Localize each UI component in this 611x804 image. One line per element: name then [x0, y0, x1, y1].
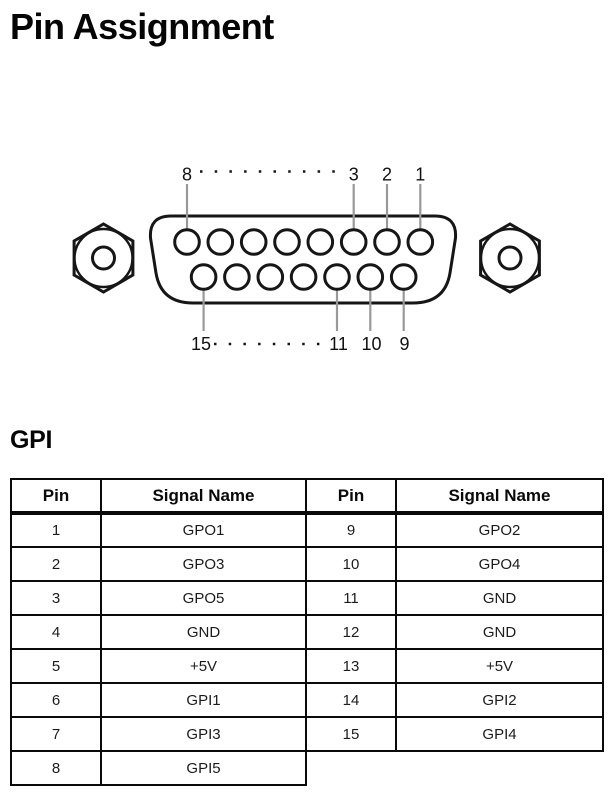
table-header-row: Pin Signal Name Pin Signal Name: [10, 478, 604, 515]
pin-label-3: 3: [349, 165, 359, 185]
signal-cell: GND: [100, 614, 307, 650]
pin-cell: 1: [10, 512, 102, 548]
table-row: 2 GPO3 10 GPO4: [10, 546, 604, 582]
pin-cell: 12: [305, 614, 397, 650]
table-row: 8 GPI5: [10, 750, 603, 786]
pin-hole: [206, 228, 235, 256]
table-row: 5 +5V 13 +5V: [10, 648, 604, 684]
column-header-signal-right: Signal Name: [395, 478, 604, 515]
column-header-signal-left: Signal Name: [100, 478, 307, 515]
signal-cell: GPI4: [395, 716, 604, 752]
pin-label-11: 11: [329, 334, 348, 354]
pin-cell: 13: [305, 648, 397, 684]
pin-label-2: 2: [382, 165, 392, 185]
column-header-pin-left: Pin: [10, 478, 102, 515]
table-row: 7 GPI3 15 GPI4: [10, 716, 604, 752]
section-heading-gpi: GPI: [10, 426, 53, 454]
signal-cell: GPI1: [100, 682, 307, 718]
pin-hole: [323, 263, 351, 291]
pin-hole: [173, 228, 201, 256]
pin-cell: 2: [10, 546, 102, 582]
signal-cell: GPI2: [395, 682, 604, 718]
pin-label-9: 9: [399, 334, 409, 354]
pin-cell: 10: [305, 546, 397, 582]
pin-hole: [223, 263, 251, 291]
column-header-pin-right: Pin: [305, 478, 397, 515]
pin-cell: 6: [10, 682, 102, 718]
table-row: 4 GND 12 GND: [10, 614, 604, 650]
pin-cell: 7: [10, 716, 102, 752]
signal-cell: GPO3: [100, 546, 307, 582]
table-row: 3 GPO5 11 GND: [10, 580, 604, 616]
table-row: 6 GPI1 14 GPI2: [10, 682, 604, 718]
pin-cell: 5: [10, 648, 102, 684]
pin-label-1: 1: [415, 165, 425, 185]
signal-cell: +5V: [100, 648, 307, 684]
pin-cell: 14: [305, 682, 397, 718]
signal-cell: +5V: [395, 648, 604, 684]
pin-label-8: 8: [182, 165, 192, 185]
pin-hole: [339, 228, 368, 256]
signal-cell: GPO2: [395, 512, 604, 548]
hex-nut-left-icon: [72, 222, 135, 294]
leader-lines: [185, 184, 422, 331]
pin-hole: [306, 228, 335, 256]
pin-hole: [239, 228, 268, 256]
pin-hole: [373, 228, 401, 256]
pin-hole: [389, 263, 418, 291]
pin-hole: [406, 228, 435, 256]
pin-label-10: 10: [361, 334, 381, 354]
pin-cell: 4: [10, 614, 102, 650]
signal-cell: GPI5: [100, 750, 307, 786]
pin-label-15: 15: [191, 334, 211, 354]
empty-cell: [306, 751, 396, 785]
pin-holes-top-row: [173, 228, 435, 256]
pin-cell: 15: [305, 716, 397, 752]
empty-cell: [396, 751, 603, 785]
pin-cell: 3: [10, 580, 102, 616]
pin-cell: 8: [10, 750, 102, 786]
pin-cell: 11: [305, 580, 397, 616]
signal-cell: GPO4: [395, 546, 604, 582]
pin-cell: 9: [305, 512, 397, 548]
table-row: 1 GPO1 9 GPO2: [10, 512, 604, 548]
pin-hole: [289, 263, 318, 291]
connector-diagram: 8 3 2 1 15 11 10 9: [72, 165, 541, 354]
signal-cell: GND: [395, 580, 604, 616]
signal-cell: GND: [395, 614, 604, 650]
pin-hole: [256, 263, 285, 291]
gpi-pin-table: Pin Signal Name Pin Signal Name 1 GPO1 9…: [10, 478, 604, 786]
pin-hole: [189, 263, 218, 291]
signal-cell: GPO1: [100, 512, 307, 548]
page-title: Pin Assignment: [10, 6, 274, 47]
pin-holes-bottom-row: [189, 263, 418, 291]
hex-nut-right-icon: [479, 222, 541, 294]
pin-hole: [273, 228, 301, 256]
pin-hole: [356, 263, 385, 291]
signal-cell: GPO5: [100, 580, 307, 616]
signal-cell: GPI3: [100, 716, 307, 752]
